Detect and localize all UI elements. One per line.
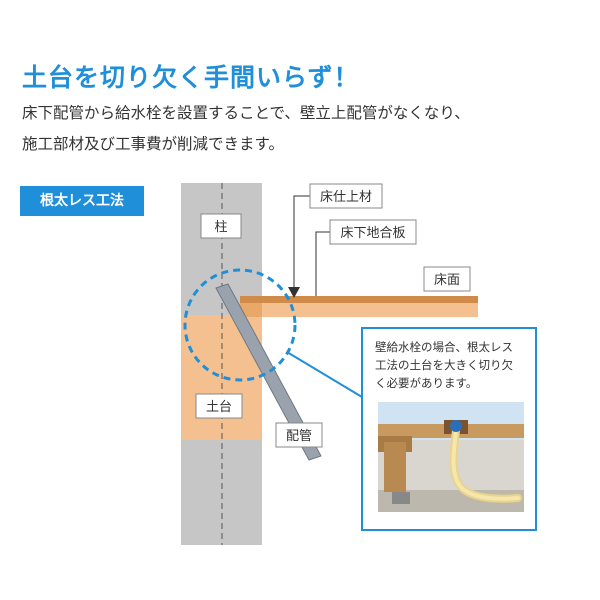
- description-line-1: 床下配管から給水栓を設置することで、壁立上配管がなくなり、: [22, 104, 470, 122]
- label-floor-surface: 床面: [434, 273, 460, 288]
- label-box-subfloor: [329, 219, 417, 245]
- headline: 土台を切り欠く手間いらず！: [22, 63, 360, 92]
- callout-text: 壁給水栓の場合、根太レス 工法の土台を大きく切り欠 く必要があります。: [375, 338, 535, 392]
- label-box-floor-finish: [309, 183, 383, 209]
- label-box-pillar: [200, 213, 242, 239]
- callout-line-1: 壁給水栓の場合、根太レス: [375, 340, 513, 354]
- leader-arrow: [288, 287, 300, 298]
- leader-floor-finish: [293, 195, 310, 290]
- label-box-sill: [195, 393, 243, 419]
- focus-circle: [183, 268, 297, 382]
- subfloor-board: [262, 303, 478, 317]
- floor-finish-board: [240, 296, 478, 303]
- example-photo: [378, 402, 524, 512]
- pipe: [215, 283, 322, 461]
- label-pipe: 配管: [286, 429, 312, 444]
- callout-line-3: く必要があります。: [375, 376, 478, 390]
- label-floor-finish: 床仕上材: [320, 190, 372, 205]
- description-line-2: 施工部材及び工事費が削減できます。: [22, 135, 284, 153]
- callout-line-2: 工法の土台を大きく切り欠: [375, 358, 513, 372]
- method-label: 根太レス工法: [20, 186, 144, 216]
- label-box-pipe: [275, 422, 323, 448]
- description: 床下配管から給水栓を設置することで、壁立上配管がなくなり、 施工部材及び工事費が…: [22, 98, 470, 160]
- callout-line: [286, 351, 363, 398]
- label-sill: 土台: [206, 400, 232, 415]
- leader-subfloor: [315, 231, 330, 296]
- floor-edge: [240, 303, 262, 317]
- label-box-floor-surface: [423, 266, 471, 292]
- label-pillar: 柱: [214, 220, 227, 235]
- label-subfloor: 床下地合板: [340, 226, 405, 241]
